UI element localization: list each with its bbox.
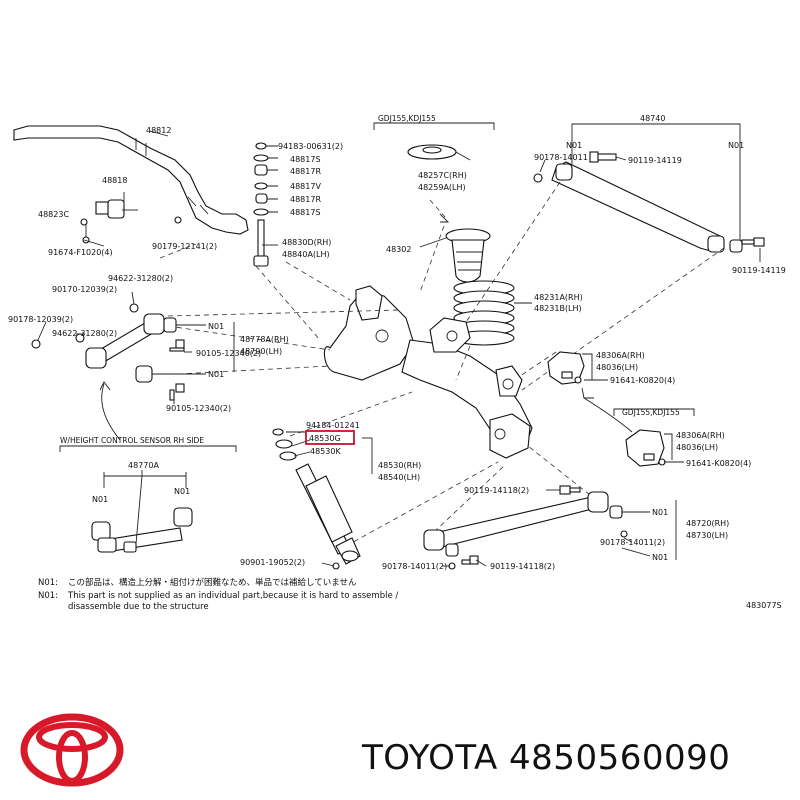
label-91641a: 91641-K0820(4) xyxy=(610,376,675,385)
label-48530g: 48530G xyxy=(309,434,341,443)
label-n01-e: N01 xyxy=(652,508,668,517)
label-90119b: 90119-14119 xyxy=(732,266,786,275)
bracket-lower xyxy=(625,429,665,467)
label-48302: 48302 xyxy=(386,245,411,254)
stabilizer-bushing xyxy=(80,199,125,244)
figure-id: 483077S xyxy=(746,601,782,610)
label-48730: 48730(LH) xyxy=(686,531,728,540)
label-48817s-1: 48817S xyxy=(290,155,321,164)
label-90105: 90105-12340(2) xyxy=(196,349,261,358)
label-91674: 91674-F1020(4) xyxy=(48,248,113,257)
brand-name: TOYOTA xyxy=(362,738,498,778)
label-48778a: 48778A(RH) xyxy=(240,335,289,344)
note-tag-2: N01: xyxy=(38,591,58,601)
label-48817r-1: 48817R xyxy=(290,167,321,176)
label-90178d: 90178-14011(2) xyxy=(382,562,447,571)
label-48231b: 48231B(LH) xyxy=(534,304,582,313)
label-48259a: 48259A(LH) xyxy=(418,183,466,192)
bump-stopper xyxy=(445,228,491,283)
sensor-inset-frame xyxy=(59,445,237,488)
label-90119c: 90119-14118(2) xyxy=(464,486,529,495)
height-sensor-link xyxy=(91,475,193,553)
label-48530: 48530(RH) xyxy=(378,461,421,470)
label-n01-f: N01 xyxy=(652,553,668,562)
lateral-rod xyxy=(551,161,743,253)
label-48817s-2: 48817S xyxy=(290,208,321,217)
label-48036-1: 48036(LH) xyxy=(596,363,638,372)
label-48812: 48812 xyxy=(146,126,171,135)
bolt-upper-arm xyxy=(169,339,185,401)
axle-housing xyxy=(323,285,533,459)
lower-control-arm xyxy=(423,491,623,557)
highlight-box xyxy=(305,430,355,445)
label-94183: 94183-00631(2) xyxy=(278,142,343,151)
label-48540: 48540(LH) xyxy=(378,473,420,482)
variant-box-top xyxy=(373,122,495,130)
label-90178b: 90178-12039(2) xyxy=(8,315,73,324)
label-48720: 48720(RH) xyxy=(686,519,729,528)
label-94184: 94184-01241 xyxy=(306,421,360,430)
label-91641b: 91641-K0820(4) xyxy=(686,459,751,468)
spring-seat-upper xyxy=(407,144,457,160)
variant-box-mid xyxy=(613,408,695,416)
label-90178c: 90178-14011(2) xyxy=(600,538,665,547)
label-variant-mid: GDJ155,KDJ155 xyxy=(622,408,680,417)
label-48231a: 48231A(RH) xyxy=(534,293,583,302)
label-48840a: 48840A(LH) xyxy=(282,250,330,259)
bolt-lateral-lower xyxy=(741,237,765,247)
bracket-upper xyxy=(547,351,585,385)
label-sensor-title: W/HEIGHT CONTROL SENSOR RH SIDE xyxy=(60,436,204,445)
note-text-3: disassemble due to the structure xyxy=(68,602,209,612)
label-90179a: 90179-12141(2) xyxy=(152,242,217,251)
label-48790: 48790(LH) xyxy=(240,347,282,356)
label-48818: 48818 xyxy=(102,176,127,185)
label-48740: 48740 xyxy=(640,114,665,123)
label-90119a: 90119-14119 xyxy=(628,156,682,165)
label-94622b: 94622-31280(2) xyxy=(52,329,117,338)
part-number: 4850560090 xyxy=(509,738,731,778)
part-labels: 48812 48818 48823C 91674-F1020(4) 90179-… xyxy=(8,114,786,571)
coil-spring xyxy=(453,280,515,346)
upper-control-arm xyxy=(85,313,177,383)
label-n01-d: N01 xyxy=(208,370,224,379)
label-48036-2: 48036(LH) xyxy=(676,443,718,452)
label-n01-c: N01 xyxy=(208,322,224,331)
label-48770a: 48770A xyxy=(128,461,159,470)
label-variant-top: GDJ155,KDJ155 xyxy=(378,114,436,123)
note-text-2: This part is not supplied as an individu… xyxy=(67,591,398,601)
label-48817r-2: 48817R xyxy=(290,195,321,204)
label-48817v: 48817V xyxy=(290,182,321,191)
label-90178a: 90178-14011 xyxy=(534,153,588,162)
label-90119d: 90119-14118(2) xyxy=(490,562,555,571)
note-tag-1: N01: xyxy=(38,578,58,588)
stabilizer-link-stack xyxy=(253,142,269,267)
label-48306a-1: 48306A(RH) xyxy=(596,351,645,360)
label-90170: 90170-12039(2) xyxy=(52,285,117,294)
bolt-lateral-upper xyxy=(589,151,617,163)
shock-absorber xyxy=(272,428,361,565)
label-90105b: 90105-12340(2) xyxy=(166,404,231,413)
label-94622a: 94622-31280(2) xyxy=(108,274,173,283)
toyota-logo-icon xyxy=(20,713,124,787)
bolt-lower-arm xyxy=(461,485,581,565)
stabilizer-bar xyxy=(13,125,249,235)
label-48823c: 48823C xyxy=(38,210,69,219)
label-90901: 90901-19052(2) xyxy=(240,558,305,567)
label-48306a-2: 48306A(RH) xyxy=(676,431,725,440)
note-text-1: この部品は、構造上分解・組付けが困難なため、単品では補給していません xyxy=(68,577,357,588)
brand-caption: TOYOTA 4850560090 xyxy=(362,738,792,788)
label-n01-g: N01 xyxy=(92,495,108,504)
label-n01-a: N01 xyxy=(566,141,582,150)
label-n01-b: N01 xyxy=(728,141,744,150)
label-48830d: 48830D(RH) xyxy=(282,238,331,247)
label-n01-h: N01 xyxy=(174,487,190,496)
label-48257c: 48257C(RH) xyxy=(418,171,467,180)
notes: N01: この部品は、構造上分解・組付けが困難なため、単品では補給していません … xyxy=(38,577,398,612)
label-48530k: 48530K xyxy=(310,447,341,456)
